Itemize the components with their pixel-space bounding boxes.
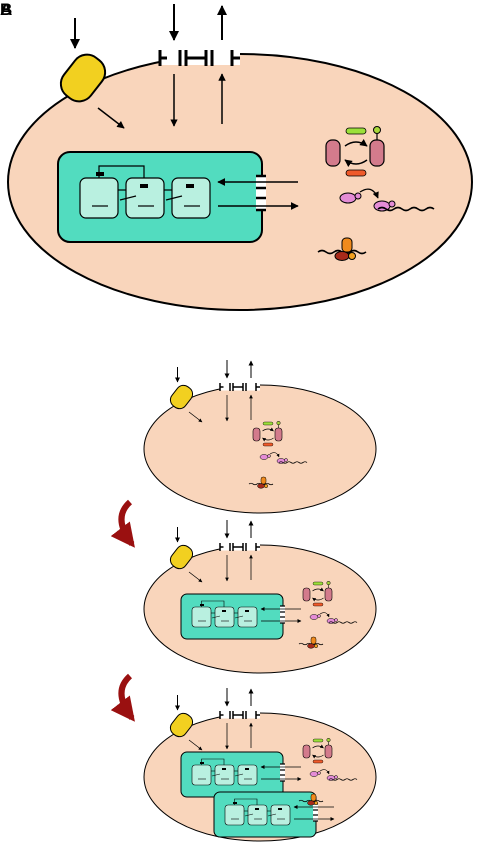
panel-b-cell-2 bbox=[144, 520, 376, 673]
panel-a-label: A bbox=[0, 0, 13, 19]
panel-b-cell-1 bbox=[144, 360, 376, 513]
panel-a-cell bbox=[8, 4, 472, 310]
curved-arrow-icon bbox=[121, 502, 132, 544]
panel-b-cell-3 bbox=[144, 688, 376, 841]
curved-arrow-icon bbox=[121, 676, 132, 718]
signaling-module bbox=[58, 152, 298, 242]
panel-b-label: B bbox=[0, 0, 13, 19]
